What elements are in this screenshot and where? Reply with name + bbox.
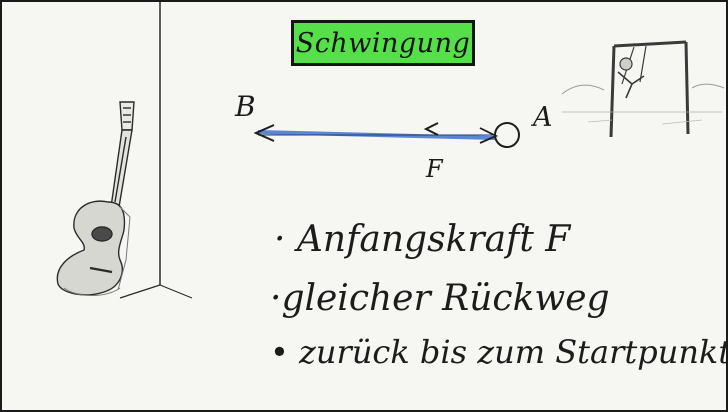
title-box: Schwingung	[291, 20, 475, 66]
label-b: B	[235, 90, 256, 123]
page-title: Schwingung	[295, 27, 471, 59]
bullet-item: ·gleicher Rückweg	[270, 278, 610, 319]
ball-circle	[494, 122, 520, 148]
bullet-item: · Anfangskraft F	[274, 219, 571, 260]
force-arrow-small	[423, 122, 439, 136]
arrowhead-left	[253, 124, 275, 142]
label-f: F	[426, 155, 443, 183]
bullet-item: • zurück bis zum Startpunkt	[270, 333, 728, 371]
label-a: A	[533, 102, 553, 133]
